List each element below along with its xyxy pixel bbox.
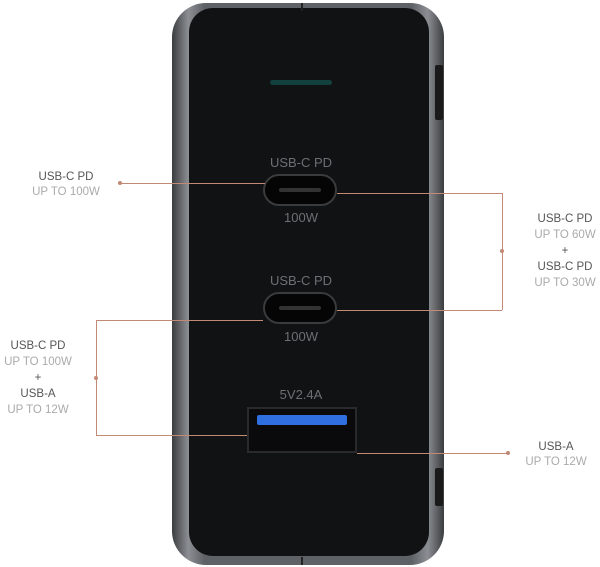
callout-title: USB-C PD	[38, 171, 94, 183]
callout-line-right-top-b	[337, 310, 502, 311]
usb-c-port-2	[263, 292, 337, 324]
side-button-top	[435, 65, 443, 120]
callout-sub: UP TO 60W	[534, 229, 596, 241]
port3-label: 5V2.4A	[279, 387, 323, 402]
usb-c-port-1	[263, 174, 337, 206]
callout-sub: UP TO 30W	[534, 277, 596, 289]
callout-title: USB-C PD	[10, 340, 66, 352]
callout-dot	[94, 376, 98, 380]
callout-line-left-top	[120, 183, 265, 184]
callout-right-top: USB-C PD UP TO 60W + USB-C PD UP TO 30W	[505, 211, 600, 291]
callout-dot	[500, 249, 504, 253]
port1-wattage: 100W	[284, 210, 318, 225]
usb-a-tongue	[257, 415, 347, 425]
callout-sub: UP TO 100W	[32, 186, 100, 198]
callout-right-bottom: USB-A UP TO 12W	[496, 440, 600, 470]
usb-a-port	[247, 407, 357, 453]
port2-label: USB-C PD	[269, 273, 333, 288]
seam-top	[301, 3, 303, 11]
callout-plus: +	[561, 245, 569, 257]
port1-label: USB-C PD	[269, 155, 333, 170]
callout-line-right-top-a	[337, 193, 502, 194]
callout-line-right-bottom	[357, 453, 508, 454]
seam-bottom	[301, 557, 303, 565]
callout-title: USB-C PD	[537, 213, 593, 225]
callout-sub: UP TO 12W	[525, 456, 587, 468]
port2-wattage: 100W	[284, 329, 318, 344]
callout-dot	[506, 451, 510, 455]
callout-dot	[118, 181, 122, 185]
led-indicator	[270, 80, 332, 85]
side-button-bottom	[435, 468, 443, 506]
callout-title: USB-A	[20, 388, 56, 400]
callout-line-left-bottom-b	[96, 435, 247, 436]
callout-sub: UP TO 12W	[7, 404, 69, 416]
callout-left-top: USB-C PD UP TO 100W	[6, 170, 126, 200]
charger-face	[189, 8, 429, 556]
callout-line-left-bottom-a	[96, 320, 263, 321]
callout-title: USB-A	[538, 441, 574, 453]
callout-left-bottom: USB-C PD UP TO 100W + USB-A UP TO 12W	[0, 338, 98, 418]
callout-plus: +	[34, 372, 42, 384]
callout-title: USB-C PD	[537, 261, 593, 273]
callout-sub: UP TO 100W	[4, 356, 72, 368]
